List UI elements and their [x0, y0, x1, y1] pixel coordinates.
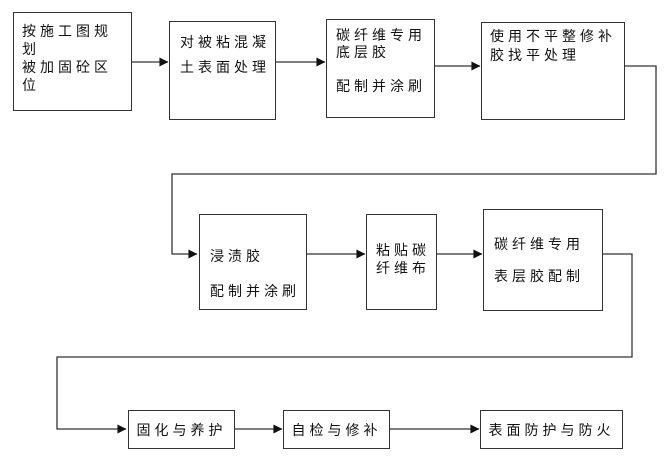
flow-step-concrete-surface-treatment: 对被粘混凝 土表面处理 [169, 21, 276, 120]
flow-step-primer-prepare-apply: 碳纤维专用 底层胶 配制并涂刷 [326, 19, 435, 118]
connector-step4-step5 [171, 65, 657, 259]
flow-step-curing-maintenance: 固化与养护 [128, 410, 235, 449]
flow-step-paste-carbon-fiber: 粘贴碳 纤维布 [366, 214, 437, 310]
flow-step-self-check-repair: 自检与修补 [283, 410, 390, 449]
flow-step-impregnation-adhesive: 浸渍胶 配制并涂刷 [199, 214, 307, 310]
flow-step-leveling-repair: 使用不平整修补 胶找平处理 [481, 22, 625, 120]
flow-step-topcoat-prepare: 碳纤维专用 表层胶配制 [483, 209, 603, 311]
connector-step7-step8 [56, 253, 633, 434]
flow-step-surface-protection: 表面防护与防火 [480, 410, 623, 449]
flow-step-plan-reinforcement-area: 按施工图规划 被加固砼区位 [13, 12, 132, 111]
